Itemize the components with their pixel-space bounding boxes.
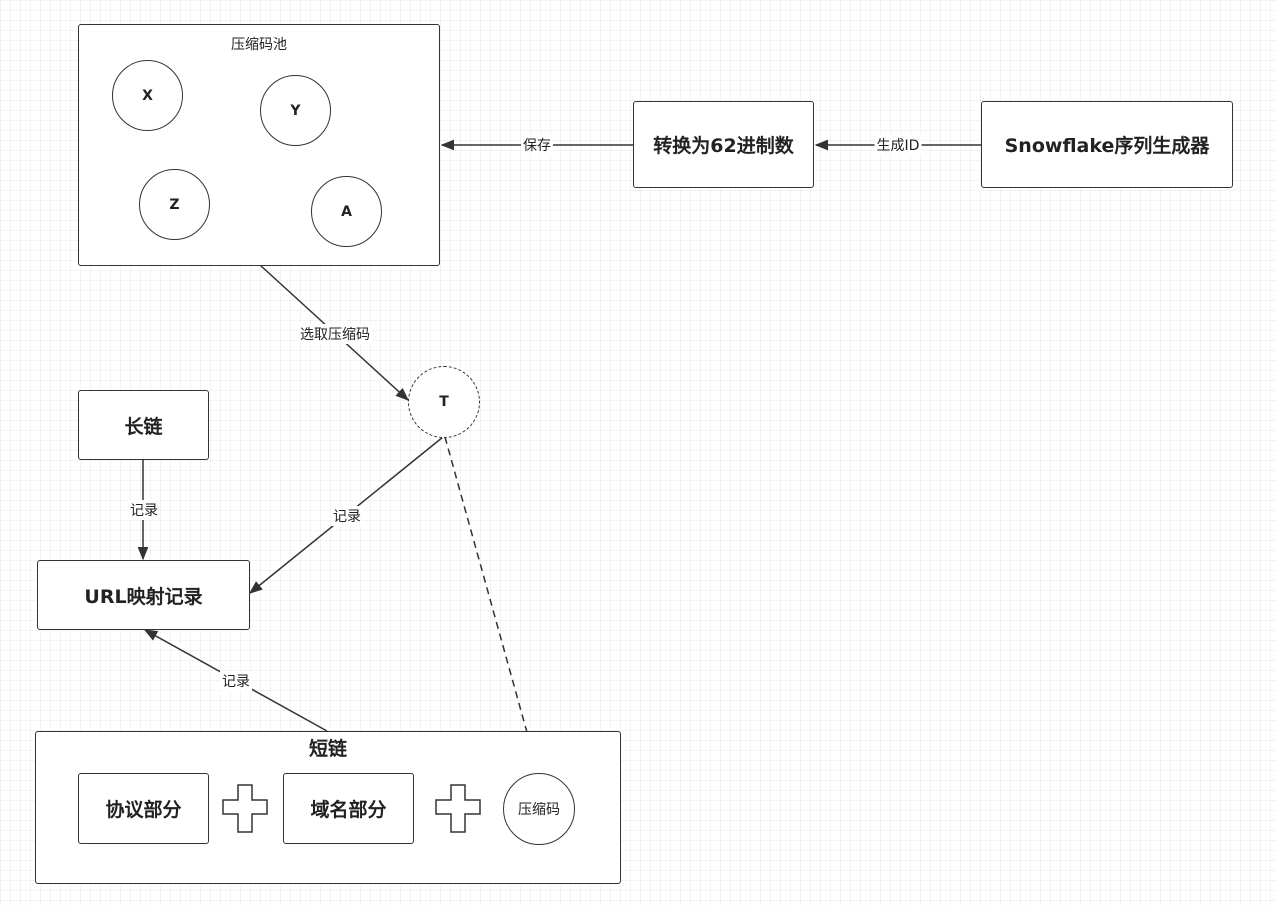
protocol-part-box: 协议部分: [78, 773, 209, 844]
short-link-title: 短链: [308, 738, 347, 760]
edge-label-pick: 选取压缩码: [298, 324, 372, 344]
plus-icon: [435, 784, 481, 833]
snowflake-generator-box: Snowflake序列生成器: [981, 101, 1233, 188]
edge-label-gen-id: 生成ID: [874, 135, 922, 155]
convert-base62-box: 转换为62进制数: [633, 101, 814, 188]
url-mapping-box: URL映射记录: [37, 560, 250, 630]
code-pool-container: 压缩码池 X Y Z A: [78, 24, 440, 266]
edge-label-save: 保存: [521, 135, 553, 155]
domain-part-box: 域名部分: [283, 773, 414, 844]
plus-icon: [222, 784, 268, 833]
edge-label-record-t: 记录: [331, 506, 363, 526]
edge-label-record-short: 记录: [220, 671, 252, 691]
code-pool-title: 压缩码池: [231, 37, 287, 53]
pool-code-x: X: [112, 60, 183, 131]
pool-code-z: Z: [139, 169, 210, 240]
selected-code-t: T: [408, 366, 480, 438]
edge-t-to-code: [444, 436, 540, 774]
long-link-box: 长链: [78, 390, 209, 460]
edge-label-record-long: 记录: [128, 500, 160, 520]
compression-code-circle: 压缩码: [503, 773, 575, 845]
pool-code-a: A: [311, 176, 382, 247]
pool-code-y: Y: [260, 75, 331, 146]
